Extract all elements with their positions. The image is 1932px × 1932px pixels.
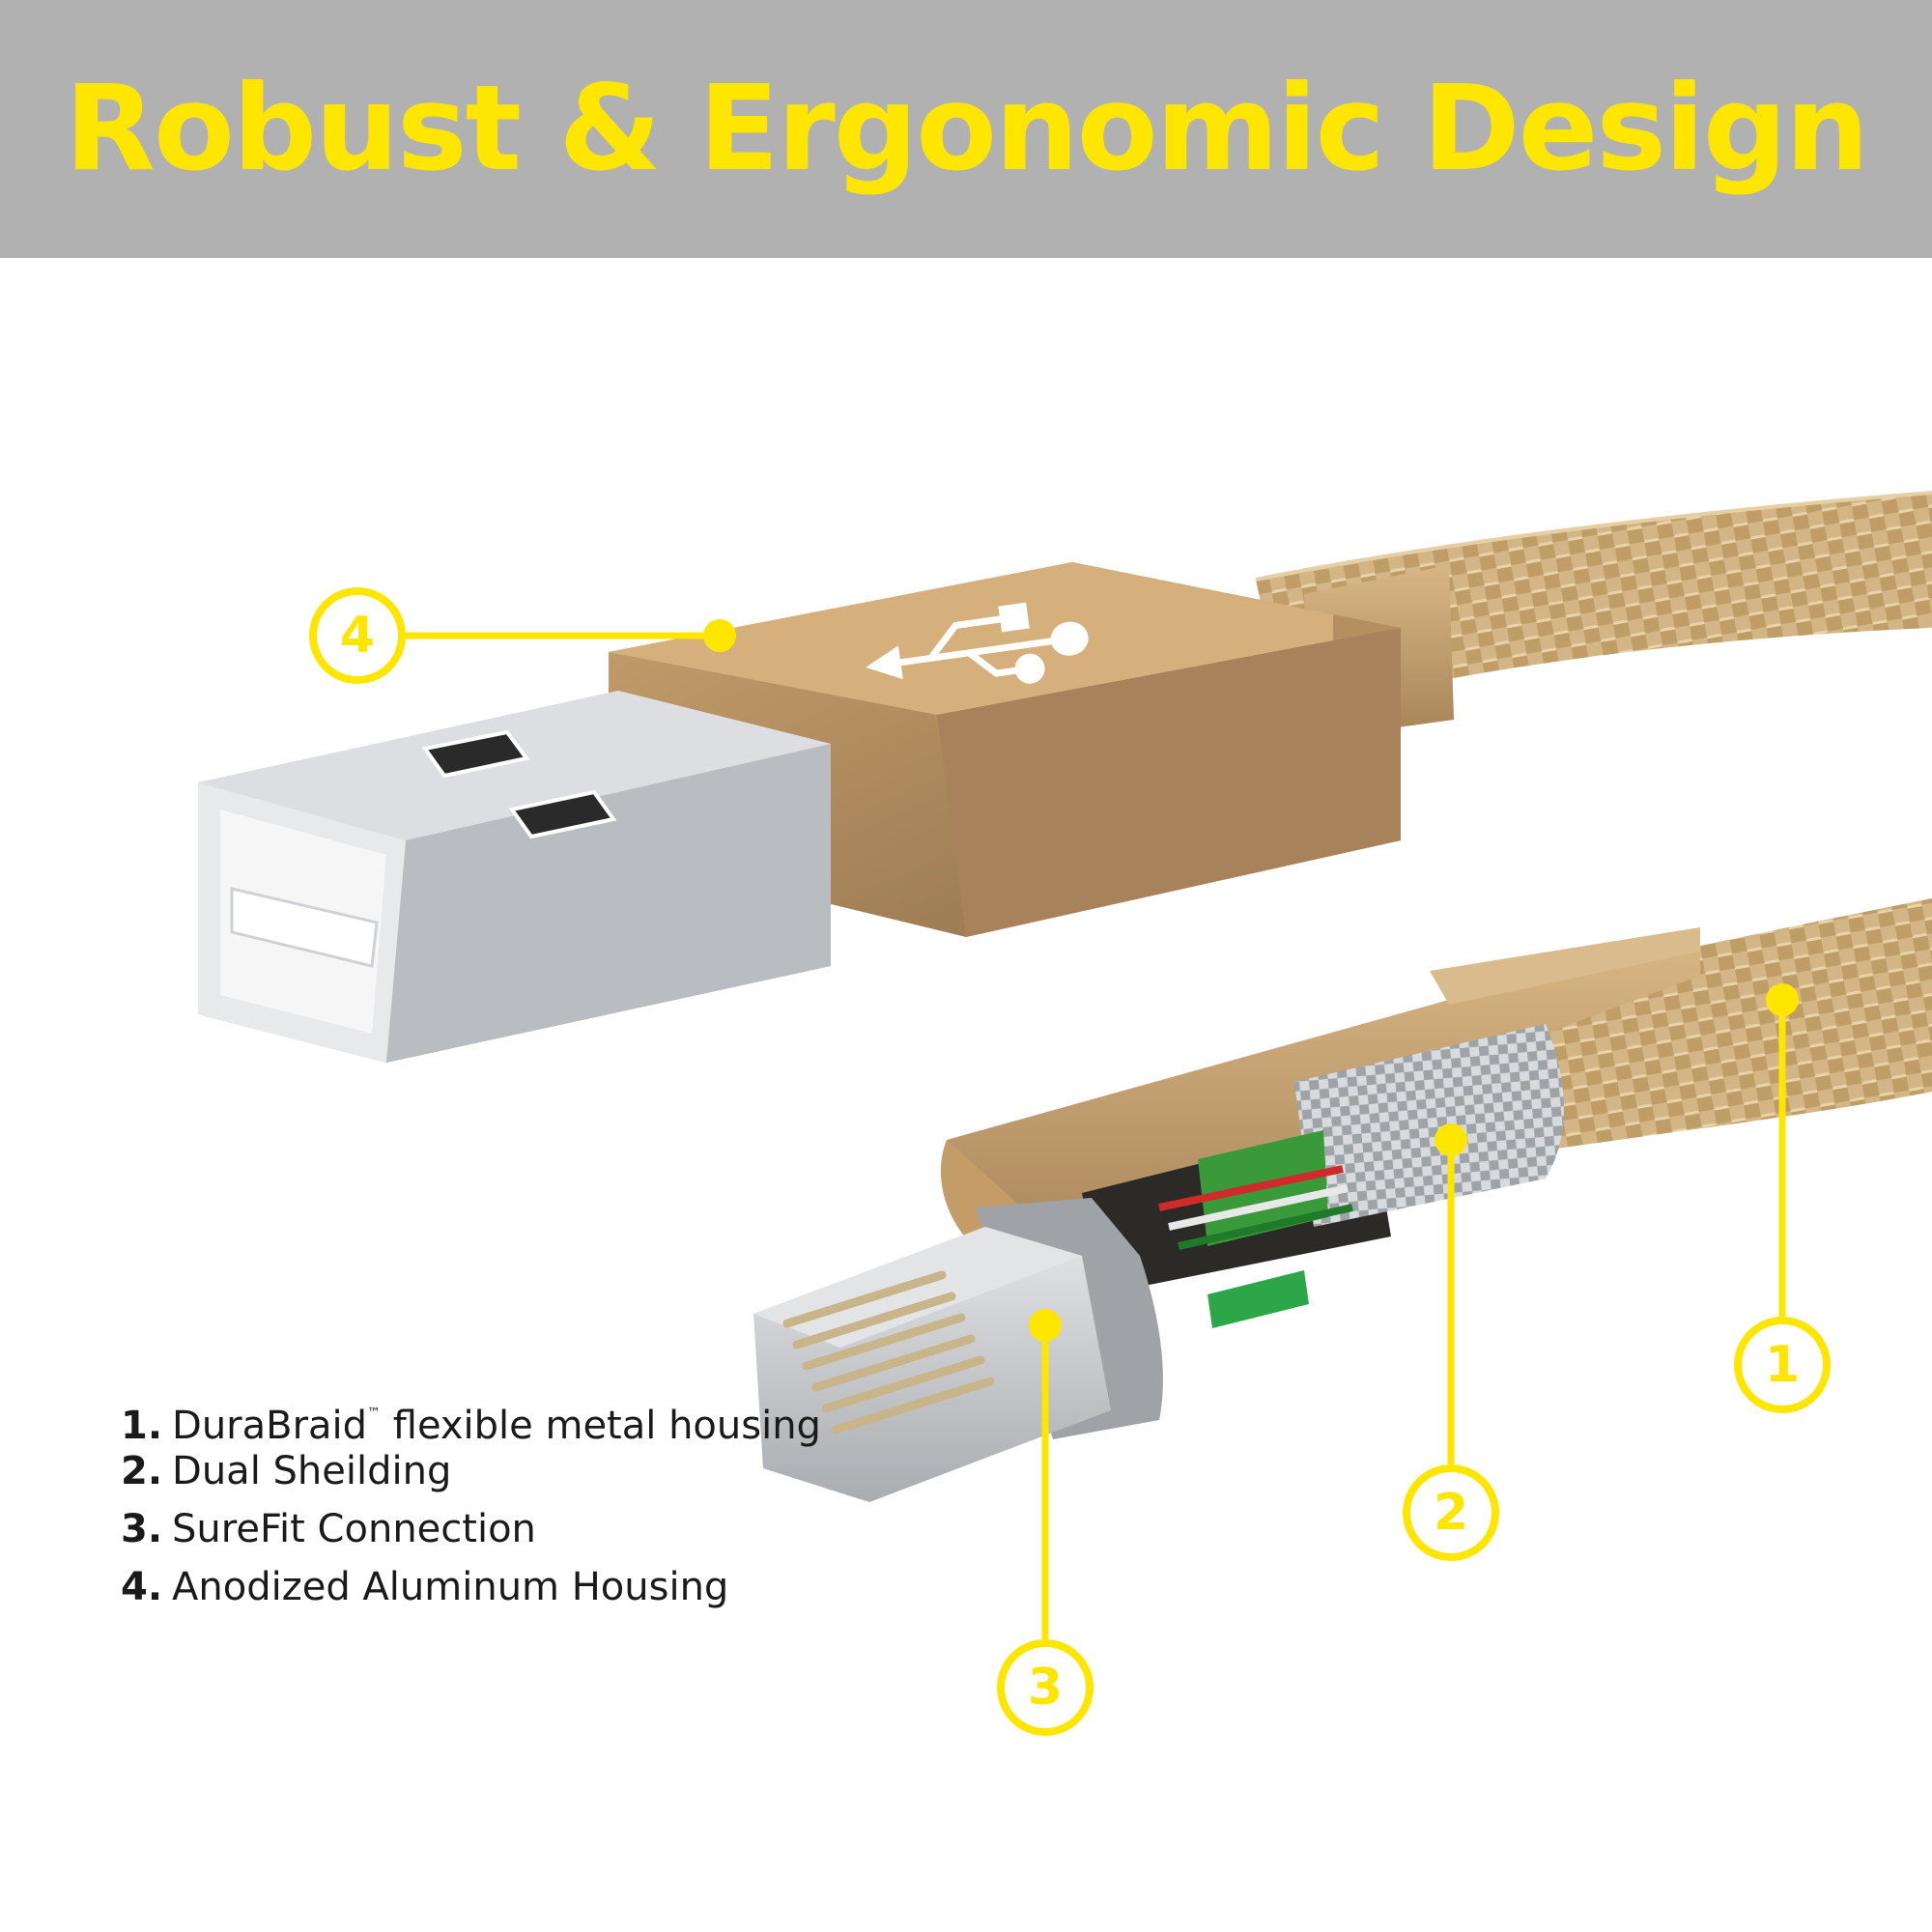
feature-text-suffix: flexible metal housing xyxy=(381,1404,821,1448)
feature-item-3: 3.SureFit Connection xyxy=(121,1500,821,1558)
feature-item-4: 4.Anodized Aluminum Housing xyxy=(121,1558,821,1616)
usb-trident-icon xyxy=(866,602,1089,684)
feature-number: 1. xyxy=(121,1404,163,1448)
callout-4: 4 xyxy=(309,587,406,684)
feature-number: 4. xyxy=(121,1565,163,1609)
feature-list: 1.DuraBraid™ flexible metal housing 2.Du… xyxy=(121,1384,821,1616)
feature-item-2: 2.Dual Sheilding xyxy=(121,1442,821,1500)
feature-text: DuraBraid xyxy=(172,1404,368,1448)
trademark-mark: ™ xyxy=(367,1406,382,1421)
lightning-connector xyxy=(753,1198,1163,1502)
callout-anchor-dots xyxy=(703,619,1799,1342)
cable-illustration xyxy=(198,491,1932,1639)
feature-text: Anodized Aluminum Housing xyxy=(172,1565,729,1609)
header-banner xyxy=(0,0,1932,258)
callout-3: 3 xyxy=(997,1639,1094,1736)
usb-a-plug xyxy=(198,691,831,1063)
feature-text: Dual Sheilding xyxy=(172,1449,452,1493)
callout-2: 2 xyxy=(1403,1464,1499,1561)
callout-leader-lines xyxy=(406,632,1786,1639)
feature-number: 2. xyxy=(121,1449,163,1493)
feature-item-1: 1.DuraBraid™ flexible metal housing xyxy=(121,1384,821,1448)
feature-number: 3. xyxy=(121,1507,163,1551)
feature-text: SureFit Connection xyxy=(172,1507,536,1551)
page-title: Robust & Ergonomic Design xyxy=(65,60,1869,197)
callout-1: 1 xyxy=(1734,1317,1831,1413)
